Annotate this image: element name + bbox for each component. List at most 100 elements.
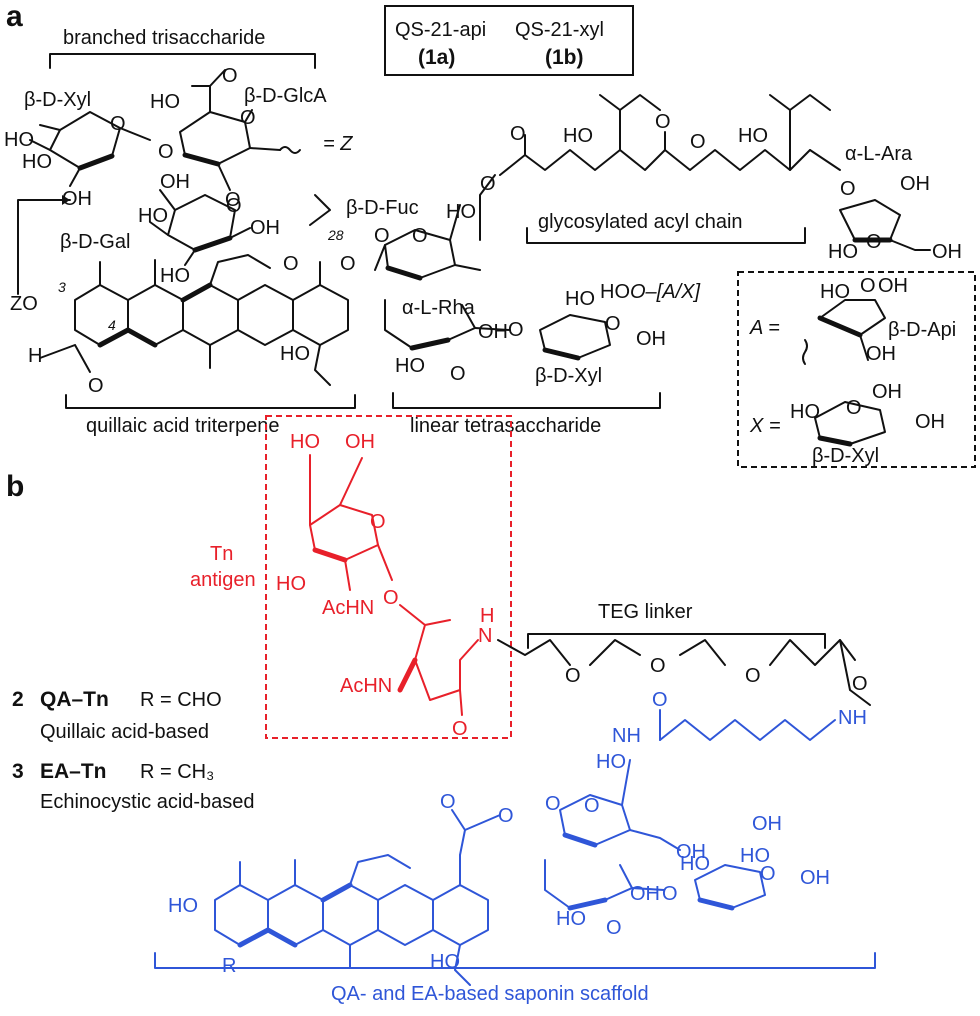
compound-2: 2 QA–Tn R = CHO Quillaic acid-based: [12, 688, 222, 743]
compound-3: 3 EA–Tn R = CH₃ Echinocystic acid-based: [12, 760, 255, 813]
svg-text:O–[A/X]: O–[A/X]: [630, 281, 700, 303]
svg-text:HO: HO: [680, 853, 710, 875]
svg-text:Echinocystic acid-based: Echinocystic acid-based: [40, 791, 255, 813]
svg-text:Quillaic acid-based: Quillaic acid-based: [40, 721, 209, 743]
xylose-ring: HO HO OH O: [4, 111, 151, 210]
svg-text:O: O: [226, 195, 242, 217]
z-attachment-arrow: [17, 199, 71, 295]
svg-text:HO: HO: [22, 151, 52, 173]
svg-text:HO: HO: [446, 201, 476, 223]
blue-fuc-ring: HO O O OH: [545, 751, 706, 863]
svg-text:HO: HO: [430, 951, 460, 973]
svg-text:O: O: [846, 397, 862, 419]
svg-text:O: O: [565, 665, 581, 687]
blue-xyl-ring: HO HO OH OH O: [680, 813, 830, 911]
svg-text:O: O: [584, 795, 600, 817]
svg-text:O: O: [340, 253, 356, 275]
svg-text:HO: HO: [790, 401, 820, 423]
svg-text:AcHN: AcHN: [340, 675, 392, 697]
svg-text:OH: OH: [866, 343, 896, 365]
svg-text:O: O: [222, 65, 238, 87]
svg-text:O: O: [440, 791, 456, 813]
tn-antigen-box: [265, 415, 512, 739]
arrow-head: [62, 195, 70, 205]
branched-trisaccharide-label: branched trisaccharide: [63, 27, 265, 49]
rha-label: α-L-Rha: [402, 297, 476, 319]
svg-text:OH: OH: [345, 431, 375, 453]
svg-text:HO: HO: [738, 125, 768, 147]
panel-a-label: a: [6, 0, 23, 33]
svg-text:O: O: [662, 883, 678, 905]
svg-text:HO: HO: [596, 751, 626, 773]
svg-text:OH: OH: [900, 173, 930, 195]
rha-ring: OH HO O O: [384, 299, 524, 385]
svg-text:HO: HO: [160, 265, 190, 287]
svg-text:HO: HO: [4, 129, 34, 151]
inset-box: A = HO O OH OH β-D-Api X = HO OH OH O β-…: [737, 271, 976, 468]
svg-text:OH: OH: [676, 841, 706, 863]
svg-text:ZO: ZO: [10, 293, 38, 315]
compound-1a-number: (1a): [418, 46, 455, 69]
fuc-ring: HO O O O: [374, 173, 496, 281]
xyl-label: β-D-Xyl: [24, 89, 91, 111]
svg-text:X =: X =: [749, 415, 781, 437]
svg-text:R = CH₃: R = CH₃: [140, 761, 214, 783]
svg-text:O: O: [545, 793, 561, 815]
z-equals-label: = Z: [323, 133, 353, 155]
compound-1b-number: (1b): [545, 46, 584, 69]
svg-text:OH: OH: [630, 883, 660, 905]
svg-text:O: O: [508, 319, 524, 341]
svg-text:OH: OH: [160, 171, 190, 193]
svg-text:O: O: [510, 123, 526, 145]
acyl-chain-label: glycosylated acyl chain: [538, 211, 743, 233]
tn-label-line2: antigen: [190, 569, 256, 591]
svg-text:O: O: [412, 225, 428, 247]
svg-text:OH: OH: [932, 241, 962, 263]
svg-text:O: O: [498, 805, 514, 827]
glca-label: β-D-GlcA: [244, 85, 327, 107]
svg-text:3: 3: [12, 760, 24, 783]
svg-text:O: O: [606, 917, 622, 939]
svg-text:O: O: [650, 655, 666, 677]
scaffold-bracket: [154, 952, 876, 969]
triterpene-core: ZO 3 4 H O HO O 28 O: [10, 194, 356, 397]
svg-text:HO: HO: [740, 845, 770, 867]
svg-text:OH: OH: [636, 328, 666, 350]
triterpene-bracket: [65, 394, 356, 409]
xyl2-label: β-D-Xyl: [535, 365, 602, 387]
amide-linker: [839, 639, 871, 706]
teg-bracket: [527, 633, 826, 649]
svg-text:O: O: [860, 275, 876, 297]
svg-text:HO: HO: [276, 573, 306, 595]
svg-text:O: O: [852, 673, 868, 695]
svg-text:HO: HO: [138, 205, 168, 227]
svg-text:QA–Tn: QA–Tn: [40, 688, 109, 711]
svg-text:O: O: [225, 189, 241, 211]
compound-1a-name: QS-21-api: [395, 19, 486, 41]
acyl-chain: O HO O O HO O: [499, 94, 856, 200]
svg-text:HO: HO: [280, 343, 310, 365]
svg-text:O: O: [240, 107, 256, 129]
svg-text:HO: HO: [150, 91, 180, 113]
svg-text:EA–Tn: EA–Tn: [40, 760, 107, 783]
svg-text:2: 2: [12, 688, 24, 711]
svg-text:HO: HO: [600, 281, 630, 303]
hexanoyl-chain: [659, 719, 836, 741]
ara-ring: OH HO O OH: [828, 173, 962, 263]
blue-rha-ring: OH HO O O: [544, 859, 678, 939]
svg-text:O: O: [690, 131, 706, 153]
trisaccharide-bracket: [49, 53, 316, 69]
gal-ring: OH HO OH HO O: [138, 171, 280, 287]
svg-text:OH: OH: [752, 813, 782, 835]
glca-ring: O HO O O O: [150, 65, 301, 211]
svg-text:AcHN: AcHN: [322, 597, 374, 619]
svg-text:β-D-Api: β-D-Api: [888, 319, 956, 341]
svg-text:OH: OH: [62, 188, 92, 210]
threonine: AcHN O N H: [340, 605, 494, 740]
svg-text:OH: OH: [800, 867, 830, 889]
tetrasaccharide-bracket: [392, 392, 661, 409]
svg-text:NH: NH: [612, 725, 641, 747]
svg-text:OH: OH: [250, 217, 280, 239]
svg-text:A =: A =: [749, 317, 780, 339]
